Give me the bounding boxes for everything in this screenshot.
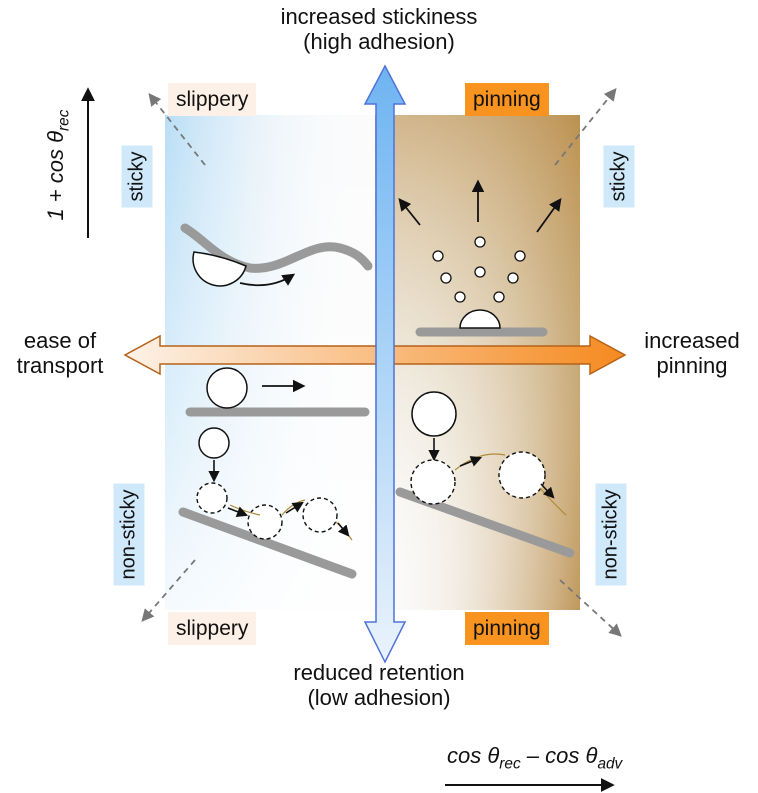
arrow-top-left	[148, 93, 206, 166]
tag-slippery-bottom: slippery	[168, 612, 257, 646]
right-label: increased pinning	[626, 328, 758, 379]
horizontal-double-arrow	[123, 334, 627, 376]
x-axis-label: cos θrec – cos θadv	[447, 743, 622, 773]
y-axis-label: 1 + cos θrec	[43, 85, 73, 245]
left-label-line2: transport	[16, 353, 104, 379]
arrow-top-right	[554, 88, 617, 166]
tag-slippery-top: slippery	[168, 83, 257, 117]
arrow-bottom-right	[559, 579, 622, 637]
right-label-line1: increased	[644, 328, 740, 353]
tag-pinning-top: pinning	[465, 83, 549, 117]
corner-arrows	[141, 88, 622, 637]
x-axis-label-text2: – cos θ	[520, 743, 598, 768]
x-axis-label-sub1: rec	[499, 755, 521, 773]
tag-nonsticky-right: non-sticky	[595, 483, 627, 586]
bottom-label: reduced retention (low adhesion)	[229, 660, 529, 711]
left-label: ease of transport	[0, 328, 120, 379]
vertical-double-arrow	[363, 64, 407, 664]
sticky-pinning-illustration	[398, 179, 562, 337]
top-label-line2: (high adhesion)	[303, 29, 455, 55]
sticky-slippery-illustration	[180, 223, 373, 287]
nonsticky-pinning-illustration	[395, 391, 575, 558]
tag-sticky-left: sticky	[121, 145, 153, 208]
x-axis-label-sub2: adv	[597, 755, 623, 773]
bottom-label-line1: reduced retention	[293, 660, 465, 685]
top-label-line1: increased stickiness	[280, 4, 478, 29]
arrow-bottom-left	[141, 559, 196, 622]
top-label: increased stickiness (high adhesion)	[219, 4, 539, 55]
bottom-label-line2: (low adhesion)	[307, 685, 451, 711]
y-axis-label-text: 1 + cos θ	[42, 130, 68, 221]
y-axis-label-subscript: rec	[55, 109, 73, 131]
right-label-line2: pinning	[656, 353, 728, 379]
tag-nonsticky-left: non-sticky	[113, 483, 145, 586]
left-label-line1: ease of	[23, 328, 97, 353]
x-axis-label-text1: cos θ	[447, 743, 500, 768]
tag-pinning-bottom: pinning	[465, 612, 549, 646]
tag-sticky-right: sticky	[603, 145, 635, 208]
nonsticky-slippery-illustration	[178, 367, 370, 579]
